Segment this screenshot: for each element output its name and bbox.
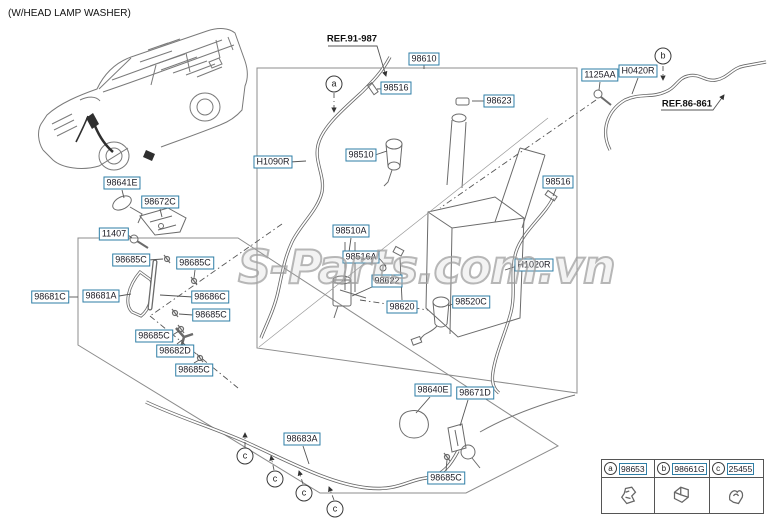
part-label-98622: 98622 — [371, 274, 403, 288]
part-label-98516-top: 98516 — [380, 81, 412, 95]
part-label-98686C: 98686C — [191, 290, 229, 304]
legend-clamp-icon-c — [710, 478, 763, 513]
main-assembly-box — [256, 67, 578, 394]
part-label-98685C-2: 98685C — [176, 256, 214, 270]
hose-panel-box — [77, 237, 559, 494]
washer-parts-highlight — [86, 113, 155, 161]
marker-a: a — [325, 75, 343, 93]
part-label-1125AA: 1125AA — [581, 68, 619, 82]
bracket-98672C — [139, 207, 187, 236]
leader-lines — [68, 45, 725, 501]
pump-bracket-98510A — [332, 242, 405, 319]
ref-label-86-861: REF.86-861 — [661, 98, 713, 110]
part-label-H0420R: H0420R — [618, 64, 658, 78]
hose-fitting-98516-top — [366, 82, 379, 96]
part-label-98685C-1: 98685C — [112, 253, 150, 267]
ref-86-861-leader — [661, 94, 725, 111]
part-label-98510: 98510 — [345, 148, 377, 162]
actuator-98671D — [447, 423, 481, 469]
page-title: (W/HEAD LAMP WASHER) — [8, 8, 131, 19]
legend-header-c: c 25455 — [709, 460, 763, 478]
nozzle-98641E — [112, 195, 132, 211]
part-label-98620: 98620 — [386, 300, 418, 314]
part-label-98683A: 98683A — [283, 432, 321, 446]
marker-b: b — [654, 47, 672, 65]
part-label-98641E: 98641E — [103, 176, 141, 190]
hose-drawings — [145, 56, 767, 491]
part-label-98516-right: 98516 — [542, 175, 574, 189]
marker-c-1: c — [236, 447, 254, 465]
legend-part-98661G: 98661G — [672, 462, 707, 475]
part-label-98623: 98623 — [483, 94, 515, 108]
connector-98622 — [392, 245, 405, 257]
part-label-98685C-3: 98685C — [192, 308, 230, 322]
part-label-98510A: 98510A — [332, 224, 370, 238]
part-label-98610: 98610 — [408, 52, 440, 66]
part-label-H1020R: H1020R — [514, 258, 554, 272]
part-label-98682D: 98682D — [156, 344, 194, 358]
legend-marker-b: b — [657, 462, 671, 475]
legend-marker-a: a — [604, 462, 617, 475]
bolt-1125AA — [593, 89, 612, 106]
legend-clip-icon-a — [602, 478, 656, 513]
ref-91-987-leader — [328, 45, 388, 77]
washer-reservoir-drawing — [332, 82, 558, 346]
fastener-legend-table: a 98653 b 98661G c 25455 — [601, 459, 764, 514]
part-label-98685C-5: 98685C — [175, 363, 213, 377]
part-label-98681A: 98681A — [82, 289, 120, 303]
bolt-11407 — [129, 234, 149, 249]
clamp-icon — [729, 489, 744, 504]
part-label-98516A: 98516A — [342, 250, 380, 264]
cover-98640E — [399, 410, 429, 439]
part-label-98681C: 98681C — [31, 290, 69, 304]
legend-header-a: a 98653 — [602, 460, 656, 478]
part-label-11407: 11407 — [98, 227, 130, 241]
hose-fitting-98516 — [544, 189, 558, 202]
reservoir-cap-98623 — [455, 97, 470, 106]
part-label-98672C: 98672C — [141, 195, 179, 209]
vehicle-sketch — [38, 28, 248, 171]
part-label-98685C-6: 98685C — [427, 471, 465, 485]
part-label-H1090R: H1090R — [253, 155, 293, 169]
assembly-boxes — [77, 67, 578, 494]
legend-part-98653: 98653 — [619, 462, 647, 475]
marker-c-2: c — [266, 470, 284, 488]
legend-header-b: b 98661G — [655, 460, 710, 478]
legend-part-25455: 25455 — [726, 462, 755, 475]
part-label-98640E: 98640E — [414, 383, 452, 397]
part-label-98520C: 98520C — [452, 295, 490, 309]
ref-label-91-987: REF.91-987 — [326, 33, 378, 45]
legend-marker-c: c — [711, 462, 725, 475]
marker-c-3: c — [295, 484, 313, 502]
marker-c-4: c — [326, 500, 344, 518]
clips-98685C — [163, 254, 451, 462]
part-label-98685C-4: 98685C — [135, 329, 173, 343]
legend-clip-icon-b — [655, 478, 710, 513]
washer-pump-98510 — [383, 138, 403, 187]
clip-icon — [673, 486, 689, 503]
clip-icon — [621, 486, 637, 504]
part-label-98671D: 98671D — [456, 386, 494, 400]
headlamp-washer-parts — [112, 89, 612, 469]
